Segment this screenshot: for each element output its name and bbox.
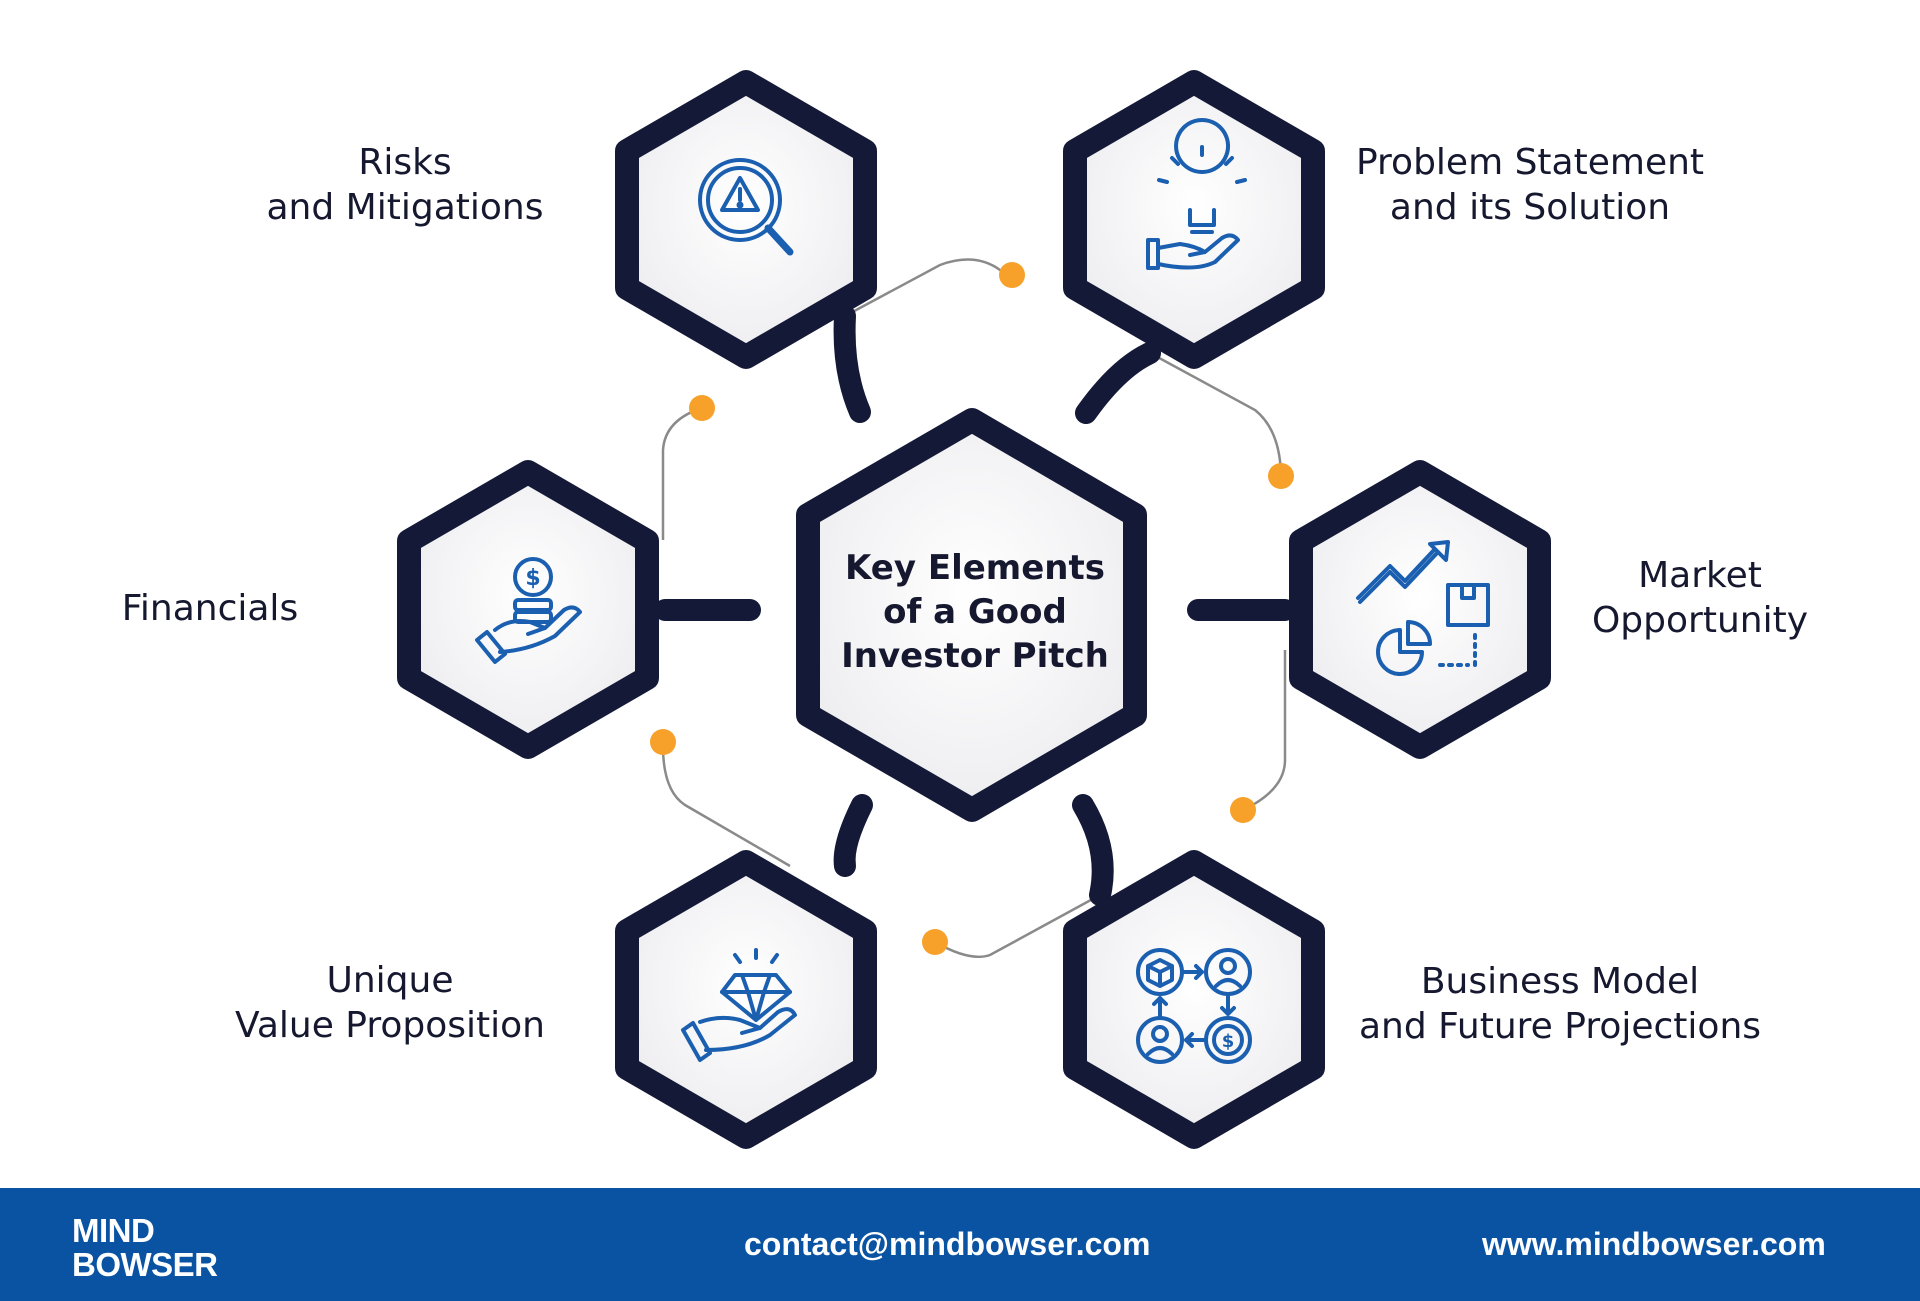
label-line: and Future Projections — [1358, 1006, 1762, 1047]
hexagon-business — [1063, 850, 1325, 1149]
hexagon-risks — [615, 70, 877, 369]
risk-search-icon — [698, 158, 794, 256]
connector-dots — [650, 262, 1294, 955]
dot-business-unique — [922, 929, 948, 955]
label-unique-value-proposition: Unique Value Proposition — [200, 958, 580, 1048]
label-line: Market — [1638, 555, 1762, 596]
logo-line-1: MIND — [72, 1212, 155, 1249]
center-hexagon — [796, 408, 1147, 822]
stem-risks — [833, 305, 871, 423]
stem-problem — [1075, 342, 1161, 424]
dot-problem-market — [1268, 463, 1294, 489]
logo-line-2: BOWSER — [72, 1246, 218, 1283]
label-line: Financials — [121, 588, 299, 629]
stem-unique — [833, 794, 873, 877]
svg-text:$: $ — [525, 566, 540, 591]
label-financials: Financials — [100, 586, 320, 631]
growth-chart-icon — [1356, 540, 1490, 676]
hexagon-unique — [615, 850, 877, 1149]
hexagon-problem — [1063, 70, 1325, 369]
business-cycle-icon: $ — [1136, 948, 1252, 1064]
connector-market-business — [1242, 650, 1287, 812]
stem-business — [1072, 794, 1114, 906]
connector-problem-market — [1149, 351, 1283, 476]
label-business-model: Business Model and Future Projections — [1330, 959, 1790, 1049]
hexagon-stems — [654, 305, 1296, 906]
dot-financials-risks — [689, 395, 715, 421]
label-line: Unique — [326, 960, 454, 1001]
connector-risks-problem — [844, 258, 1013, 318]
contact-email-link[interactable]: contact@mindbowser.com — [744, 1226, 1151, 1262]
label-market-opportunity: Market Opportunity — [1570, 553, 1830, 643]
diamond-hand-icon — [681, 948, 797, 1062]
label-line: Risks — [358, 142, 452, 183]
connector-unique-financials — [661, 741, 791, 868]
hexagon-market — [1289, 460, 1551, 759]
label-line: and its Solution — [1389, 187, 1671, 228]
dot-unique-financials — [650, 729, 676, 755]
dot-risks-problem — [999, 262, 1025, 288]
label-risks-and-mitigations: Risks and Mitigations — [240, 140, 570, 230]
label-line: Business Model — [1420, 961, 1700, 1002]
center-title-line-1: Key Elements — [845, 548, 1105, 588]
mindbowser-logo[interactable]: MIND BOWSER — [72, 1214, 218, 1282]
label-line: Opportunity — [1591, 600, 1809, 641]
center-title-line-2: of a Good — [883, 592, 1067, 632]
label-line: and Mitigations — [266, 187, 544, 228]
website-link[interactable]: www.mindbowser.com — [1482, 1226, 1826, 1262]
center-title-line-3: Investor Pitch — [841, 636, 1109, 676]
label-line: Problem Statement — [1355, 142, 1705, 183]
connector-financials-risks — [661, 406, 703, 540]
connector-lines — [661, 258, 1287, 959]
center-title: Key Elements of a Good Investor Pitch — [820, 546, 1130, 678]
hexagon-diagram: $ — [397, 70, 1551, 1149]
footer-bar: MIND BOWSER contact@mindbowser.com www.m… — [0, 1188, 1920, 1301]
label-line: Value Proposition — [234, 1005, 545, 1046]
svg-text:$: $ — [1222, 1031, 1235, 1052]
coin-hand-icon: $ — [475, 557, 582, 664]
dot-market-business — [1230, 797, 1256, 823]
label-problem-statement: Problem Statement and its Solution — [1330, 140, 1730, 230]
lightbulb-hand-icon — [1146, 118, 1247, 270]
